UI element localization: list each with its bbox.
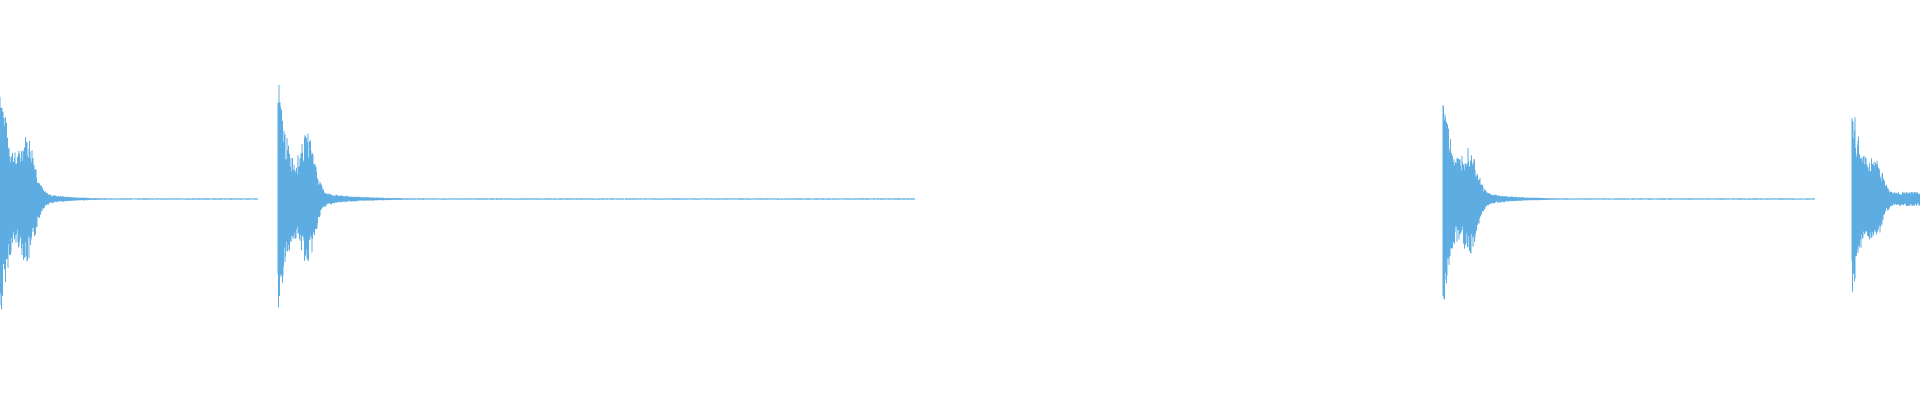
waveform-hit-1	[0, 97, 258, 310]
waveform-hit-3	[1442, 105, 1815, 300]
waveform-segments	[0, 85, 1920, 310]
waveform-hit-2	[277, 85, 915, 308]
waveform-hit-4	[1851, 117, 1920, 292]
